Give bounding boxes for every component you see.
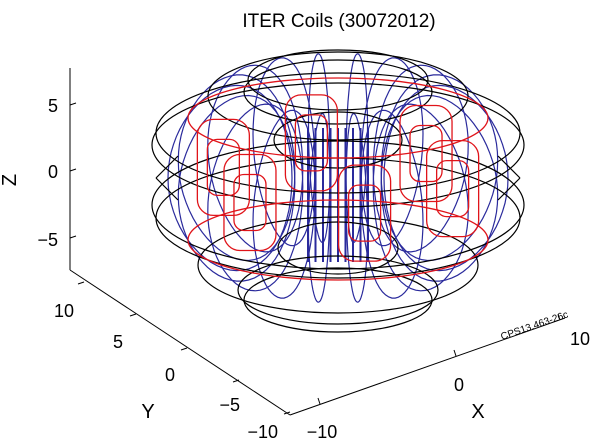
correction-coils: [187, 77, 489, 281]
x-tick-label: 10: [570, 329, 590, 349]
tf-coil-loop: [177, 74, 296, 262]
z-tick-mark: [69, 235, 77, 239]
x-tick-label: −10: [307, 422, 338, 442]
correction-coil-inner-loop: [294, 114, 329, 172]
pf-support-line: [497, 177, 521, 201]
y-tick-label: 10: [54, 301, 74, 321]
correction-coil-loop: [284, 94, 339, 192]
x-tick-mark: [317, 397, 321, 405]
x-tick-mark: [453, 349, 457, 357]
z-tick-label: 5: [48, 96, 58, 116]
reference-code: CPS13.463-26c: [499, 309, 569, 342]
tf-coil-loop: [380, 74, 499, 262]
correction-coil-inner-loop: [206, 138, 241, 197]
y-tick-mark: [283, 411, 291, 415]
y-axis-line: [69, 269, 291, 416]
y-tick-label: 0: [165, 365, 175, 385]
y-tick-mark: [129, 313, 137, 317]
correction-coil-loop: [399, 104, 453, 203]
coil-assembly: [151, 49, 525, 333]
y-tick-label: 5: [113, 332, 123, 352]
correction-coil-inner-loop: [347, 184, 382, 242]
y-axis-label: Y: [141, 401, 154, 423]
y-tick-mark: [232, 379, 240, 383]
pf-support-line: [155, 177, 179, 201]
tick-marks: [69, 102, 561, 415]
pf-support-line: [155, 155, 179, 179]
z-tick-label: 0: [48, 162, 58, 182]
correction-coil-loop: [196, 118, 251, 217]
tf-coil-loop: [207, 64, 304, 253]
z-tick-mark: [69, 168, 77, 172]
pf-coil-ring: [237, 255, 439, 325]
x-axis-line: [289, 317, 566, 416]
pf-coil-ring: [247, 49, 429, 111]
y-tick-label: −10: [247, 422, 278, 442]
z-axis-label: Z: [0, 174, 21, 186]
tf-coil-loop: [372, 103, 469, 292]
correction-coil-ring-lower: [187, 199, 489, 281]
pf-support-line: [497, 155, 521, 179]
x-tick-mark: [557, 313, 561, 321]
correction-coil-ring-upper: [187, 77, 489, 159]
y-tick-mark: [77, 281, 85, 285]
z-tick-label: −5: [37, 230, 58, 250]
axes-lines: [69, 68, 566, 416]
y-tick-label: −5: [219, 395, 240, 415]
y-tick-mark: [180, 347, 188, 351]
x-tick-label: 0: [454, 375, 464, 395]
x-axis-label: X: [471, 401, 484, 423]
z-tick-mark: [69, 102, 77, 106]
figure-title: ITER Coils (30072012): [242, 11, 435, 32]
correction-coil-loop: [337, 164, 392, 262]
